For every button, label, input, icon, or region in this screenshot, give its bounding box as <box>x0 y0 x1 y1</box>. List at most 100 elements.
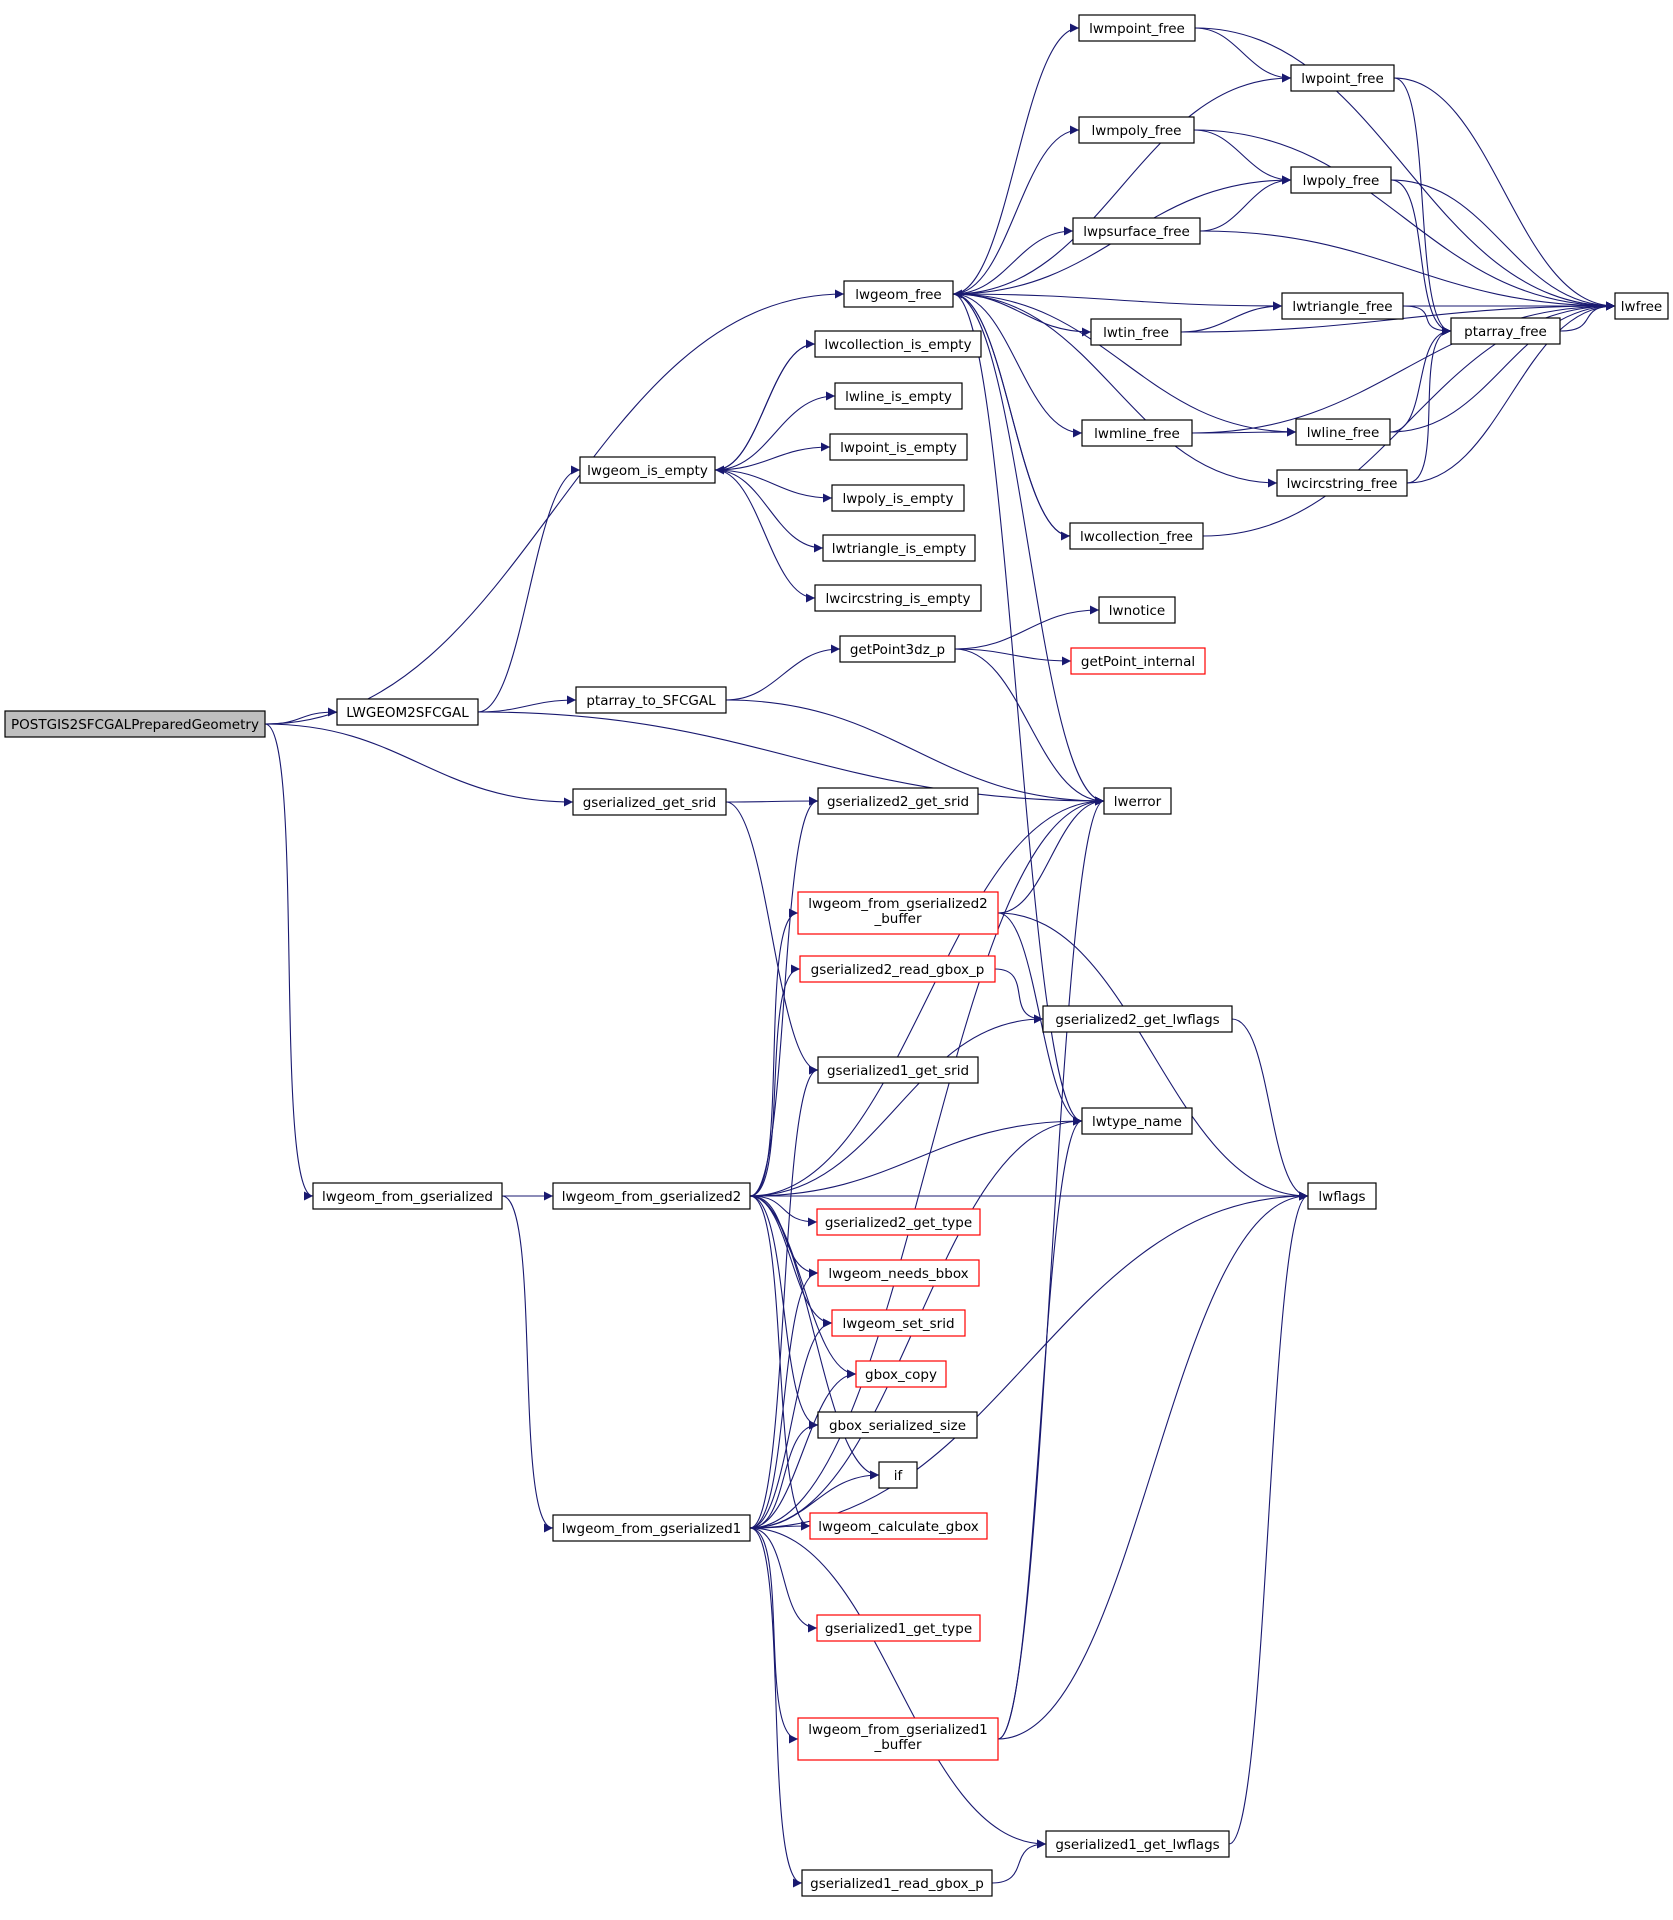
node-box <box>878 1461 918 1489</box>
node-gserialized1-get-srid[interactable]: gserialized1_get_srid <box>817 1056 979 1084</box>
edge-lwgeom-free-to-lwcircstring-free <box>952 293 1278 488</box>
node-lwcollection-is-empty[interactable]: lwcollection_is_empty <box>814 330 982 358</box>
node-lwmpoint-free[interactable]: lwmpoint_free <box>1078 14 1196 42</box>
node-lwgeom2sfcgal[interactable]: LWGEOM2SFCGAL <box>336 698 479 726</box>
node-lwpoint-is-empty[interactable]: lwpoint_is_empty <box>829 433 968 461</box>
edge-lwgeom-is-empty-to-lwpoly-is-empty <box>714 469 833 503</box>
node-label: lwpoint_is_empty <box>840 440 957 456</box>
edge-lwpoint-free-to-lwfree <box>1393 77 1616 311</box>
edge-gserialized-get-srid-to-gserialized2-get-srid <box>725 796 819 806</box>
node-lwpoly-free[interactable]: lwpoly_free <box>1290 166 1392 194</box>
edge-lwgeom-from-gserialized-to-lwgeom-from-gserialized1 <box>501 1195 554 1533</box>
edge-lwgeom2sfcgal-to-lwgeom-is-empty <box>477 465 581 713</box>
node-box <box>1078 14 1196 42</box>
node-lwline-is-empty[interactable]: lwline_is_empty <box>834 382 963 410</box>
node-box <box>817 1056 979 1084</box>
node-lwflags[interactable]: lwflags <box>1307 1182 1377 1210</box>
node-box <box>1290 166 1392 194</box>
node-label: getPoint_internal <box>1081 654 1195 670</box>
node-box <box>1042 1005 1233 1033</box>
node-label: lwcollection_free <box>1080 529 1193 545</box>
node-gserialized2-read-gbox-p[interactable]: gserialized2_read_gbox_p <box>799 955 996 983</box>
edge-lwmpoint-free-to-lwfree <box>1194 27 1616 311</box>
node-lwgeom-set-srid[interactable]: lwgeom_set_srid <box>831 1309 966 1337</box>
node-lwmline-free[interactable]: lwmline_free <box>1081 419 1193 447</box>
node-lwgeom-from-gserialized2[interactable]: lwgeom_from_gserialized2 <box>552 1182 751 1210</box>
edge-lwgeom-from-gserialized1-buffer-to-lwtype-name <box>997 1116 1083 1740</box>
edge-lwcircstring-free-to-ptarray-free <box>1406 326 1452 484</box>
edge-lwline-free-to-lwfree <box>1389 301 1616 433</box>
node-lwpoly-is-empty[interactable]: lwpoly_is_empty <box>831 484 965 512</box>
node-label: lwgeom_is_empty <box>587 463 708 479</box>
node-label: lwpoly_free <box>1303 173 1380 189</box>
node-lwgeom-calculate-gbox[interactable]: lwgeom_calculate_gbox <box>809 1512 988 1540</box>
node-box <box>1281 292 1404 320</box>
node-lwgeom-free[interactable]: lwgeom_free <box>843 280 954 308</box>
node-if[interactable]: if <box>878 1461 918 1489</box>
node-gserialized1-get-type[interactable]: gserialized1_get_type <box>816 1614 981 1642</box>
edge-lwgeom-from-gserialized1-to-gserialized1-read-gbox-p <box>749 1527 803 1888</box>
node-box <box>1450 317 1561 345</box>
node-lwcollection-free[interactable]: lwcollection_free <box>1069 522 1204 550</box>
node-box <box>809 1512 988 1540</box>
node-gserialized1-get-lwflags[interactable]: gserialized1_get_lwflags <box>1045 1830 1230 1858</box>
node-box <box>1078 116 1195 144</box>
node-gbox-copy[interactable]: gbox_copy <box>855 1360 947 1388</box>
node-lwgeom-needs-bbox[interactable]: lwgeom_needs_bbox <box>817 1259 980 1287</box>
node-label: lwgeom_from_gserialized <box>322 1189 493 1205</box>
node-lwnotice[interactable]: lwnotice <box>1098 596 1176 624</box>
node-lwfree[interactable]: lwfree <box>1614 292 1669 320</box>
node-box <box>822 534 976 562</box>
edge-lwline-free-to-ptarray-free <box>1389 326 1452 433</box>
node-lwtin-free[interactable]: lwtin_free <box>1090 318 1182 346</box>
node-lwgeom-from-gserialized[interactable]: lwgeom_from_gserialized <box>312 1182 503 1210</box>
node-gserialized2-get-lwflags[interactable]: gserialized2_get_lwflags <box>1042 1005 1233 1033</box>
node-lwline-free[interactable]: lwline_free <box>1295 418 1391 446</box>
edge-lwgeom-from-gserialized1-to-lwerror <box>749 796 1105 1529</box>
node-gserialized-get-srid[interactable]: gserialized_get_srid <box>572 788 727 816</box>
node-label: gserialized2_get_type <box>825 1215 972 1231</box>
node-gserialized1-read-gbox-p[interactable]: gserialized1_read_gbox_p <box>801 1869 993 1897</box>
node-lwpsurface-free[interactable]: lwpsurface_free <box>1072 217 1201 245</box>
node-ptarray-to-sfcgal[interactable]: ptarray_to_SFCGAL <box>575 686 727 714</box>
node-label: lwgeom_from_gserialized2_buffer <box>808 896 988 927</box>
node-lwgeom-from-gserialized1-buffer[interactable]: lwgeom_from_gserialized1_buffer <box>797 1717 999 1761</box>
node-box <box>1295 418 1391 446</box>
edge-gserialized2-get-lwflags-to-lwflags <box>1231 1018 1309 1201</box>
node-label: lwmpoint_free <box>1089 21 1185 37</box>
node-lwerror[interactable]: lwerror <box>1103 787 1172 815</box>
node-label: lwline_free <box>1307 425 1380 441</box>
node-label: gbox_copy <box>865 1367 937 1383</box>
node-gserialized2-get-srid[interactable]: gserialized2_get_srid <box>817 787 979 815</box>
edge-lwgeom-is-empty-to-lwpoint-is-empty <box>714 442 831 471</box>
node-box <box>797 1717 999 1761</box>
node-label: gserialized1_get_lwflags <box>1055 1837 1219 1853</box>
node-lwgeom-from-gserialized1[interactable]: lwgeom_from_gserialized1 <box>552 1514 751 1542</box>
edge-lwgeom-from-gserialized1-to-gserialized1-get-type <box>749 1527 818 1633</box>
node-lwmpoly-free[interactable]: lwmpoly_free <box>1078 116 1195 144</box>
node-lwtriangle-is-empty[interactable]: lwtriangle_is_empty <box>822 534 976 562</box>
node-lwcircstring-free[interactable]: lwcircstring_free <box>1276 469 1408 497</box>
edge-lwpsurface-free-to-lwfree <box>1199 230 1616 311</box>
node-lwtriangle-free[interactable]: lwtriangle_free <box>1281 292 1404 320</box>
node-label: gserialized1_read_gbox_p <box>810 1876 984 1892</box>
node-getpoint-internal[interactable]: getPoint_internal <box>1070 647 1206 675</box>
node-gserialized2-get-type[interactable]: gserialized2_get_type <box>816 1208 981 1236</box>
edge-ptarray-free-to-lwfree <box>1559 301 1616 332</box>
edge-lwgeom-from-gserialized2-buffer-to-lwflags <box>997 912 1309 1201</box>
node-label: lwgeom_needs_bbox <box>828 1266 968 1282</box>
node-getpoint3dz-p[interactable]: getPoint3dz_p <box>839 635 956 663</box>
edge-lwgeom-from-gserialized2-to-lwtype-name <box>749 1116 1083 1197</box>
node-lwgeom-from-gserialized2-buffer[interactable]: lwgeom_from_gserialized2_buffer <box>797 891 999 935</box>
edge-lwpoly-free-to-ptarray-free <box>1390 179 1452 336</box>
node-ptarray-free[interactable]: ptarray_free <box>1450 317 1561 345</box>
node-gbox-serialized-size[interactable]: gbox_serialized_size <box>817 1411 978 1439</box>
node-lwpoint-free[interactable]: lwpoint_free <box>1290 64 1395 92</box>
node-box <box>1103 787 1172 815</box>
edge-lwgeom-from-gserialized1-to-lwflags <box>749 1191 1309 1529</box>
node-lwcircstring-is-empty[interactable]: lwcircstring_is_empty <box>814 584 982 612</box>
node-lwtype-name[interactable]: lwtype_name <box>1081 1107 1193 1135</box>
node-lwgeom-is-empty[interactable]: lwgeom_is_empty <box>579 456 716 484</box>
node-postgis2sfcgalpreparedgeometry[interactable]: POSTGIS2SFCGALPreparedGeometry <box>4 710 266 738</box>
